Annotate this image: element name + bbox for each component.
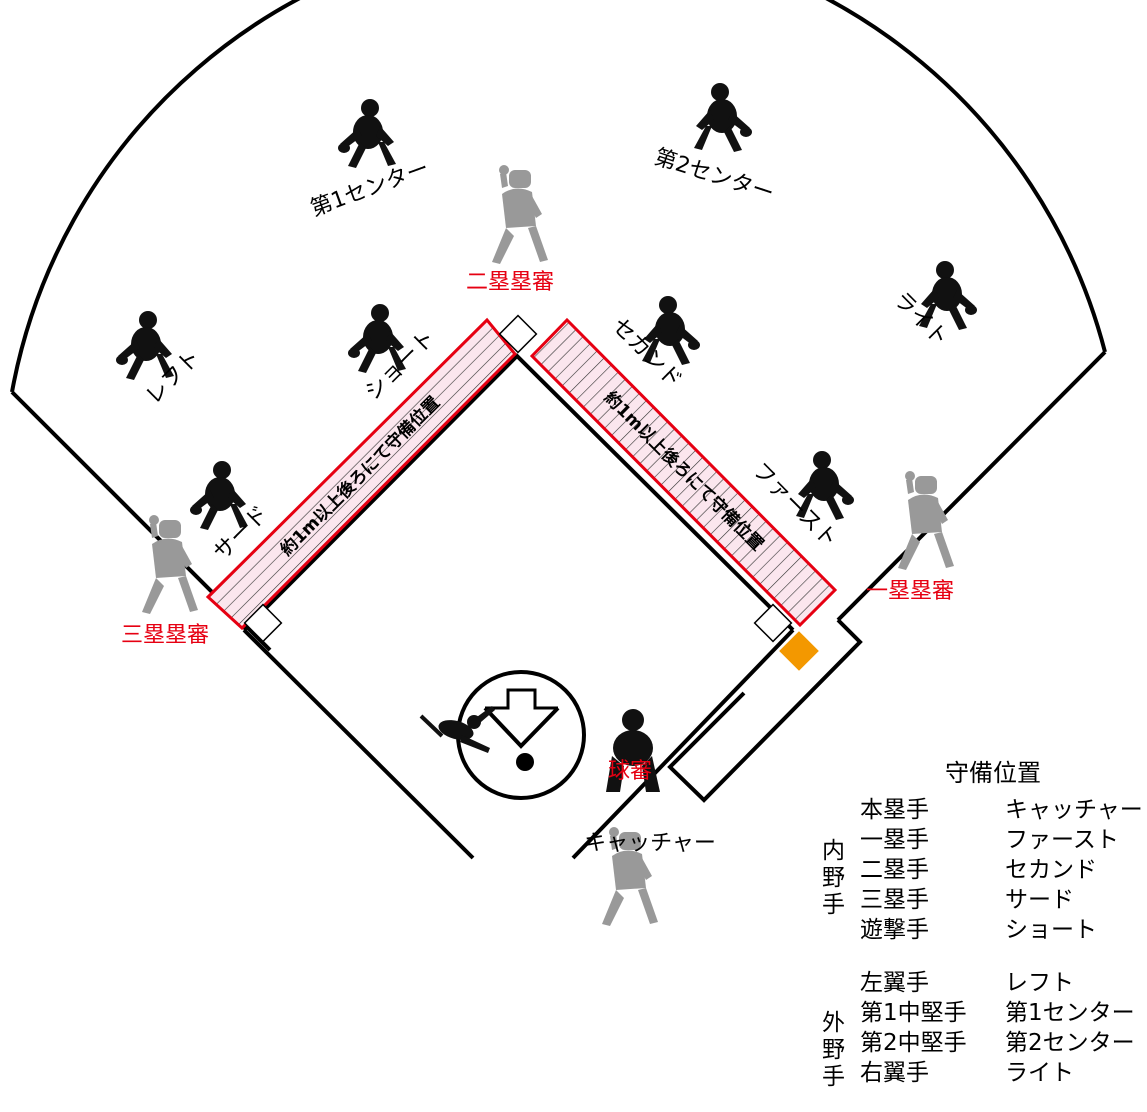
legend-infield-kana: ファースト [1005, 827, 1119, 853]
first-base-running-lane [667, 618, 863, 803]
legend-outfield-jp: 右翼手 [860, 1060, 929, 1086]
legend-infield-label: 内野手 [822, 838, 845, 918]
legend-outfield-jp: 第2中堅手 [860, 1030, 967, 1056]
first-base-line [571, 628, 795, 860]
first-base-foul-line-outfield [836, 350, 1107, 622]
legend-infield-jp: 本塁手 [860, 797, 929, 823]
legend-infield-kana: ショート [1005, 917, 1097, 943]
second-base [498, 314, 538, 354]
legend-outfield-label: 外野手 [822, 1010, 845, 1090]
legend-infield-jp: 一塁手 [860, 827, 929, 853]
infield-baselines [242, 353, 795, 632]
center2-player [694, 83, 752, 152]
legend-outfield-kana: 第2センター [1005, 1030, 1135, 1056]
legend-infield-kana: セカンド [1005, 857, 1097, 883]
label-third-base-umpire: 三塁塁審 [121, 623, 209, 648]
legend-outfield-kana: レフト [1005, 970, 1074, 996]
label-first-base-umpire: 一塁塁審 [866, 579, 954, 604]
first-side-strip [529, 317, 838, 628]
first-base-umpire [898, 471, 954, 570]
label-home-plate-umpire: 球審 [608, 759, 652, 784]
batters-box [485, 688, 558, 710]
second-base-umpire [492, 165, 548, 264]
legend-outfield-kana: 第1センター [1005, 1000, 1135, 1026]
legend-infield-group: 内野手 [822, 838, 845, 918]
third-side-strip [205, 317, 518, 631]
legend-outfield-jp: 第1中堅手 [860, 1000, 967, 1026]
legend-outfield-jp: 左翼手 [860, 970, 929, 996]
third-base-line [242, 628, 475, 860]
strip-note-first-side: 約1m以上後ろにて守備位置 [600, 387, 768, 555]
legend-outfield-group: 外野手 [822, 1010, 845, 1090]
home-plate-lines [483, 706, 560, 749]
legend-infield-jp: 二塁手 [860, 857, 929, 883]
legend-infield-jp: 三塁手 [860, 887, 929, 913]
catcher-player [606, 709, 660, 792]
first-base-orange-marker [779, 631, 819, 671]
legend-outfield-kana: ライト [1005, 1060, 1074, 1086]
legend-title: 守備位置 [945, 759, 1041, 787]
label-catcher: キャッチャー [584, 831, 716, 856]
third-base [243, 603, 283, 643]
label-center2: 第2センター [651, 145, 777, 207]
label-second-base-umpire: 二塁塁審 [466, 270, 554, 295]
label-center1: 第1センター [307, 156, 432, 222]
strip-note-third-side: 約1m以上後ろにて守備位置 [276, 392, 444, 560]
home-plate [516, 753, 534, 771]
center1-player [338, 99, 396, 168]
batter-player [419, 706, 495, 753]
legend-infield-kana: キャッチャー [1005, 797, 1143, 823]
outfield-fence [10, 0, 1107, 393]
legend-infield-kana: サード [1005, 887, 1074, 913]
first-base [753, 603, 793, 643]
legend-infield-jp: 遊撃手 [860, 917, 929, 943]
